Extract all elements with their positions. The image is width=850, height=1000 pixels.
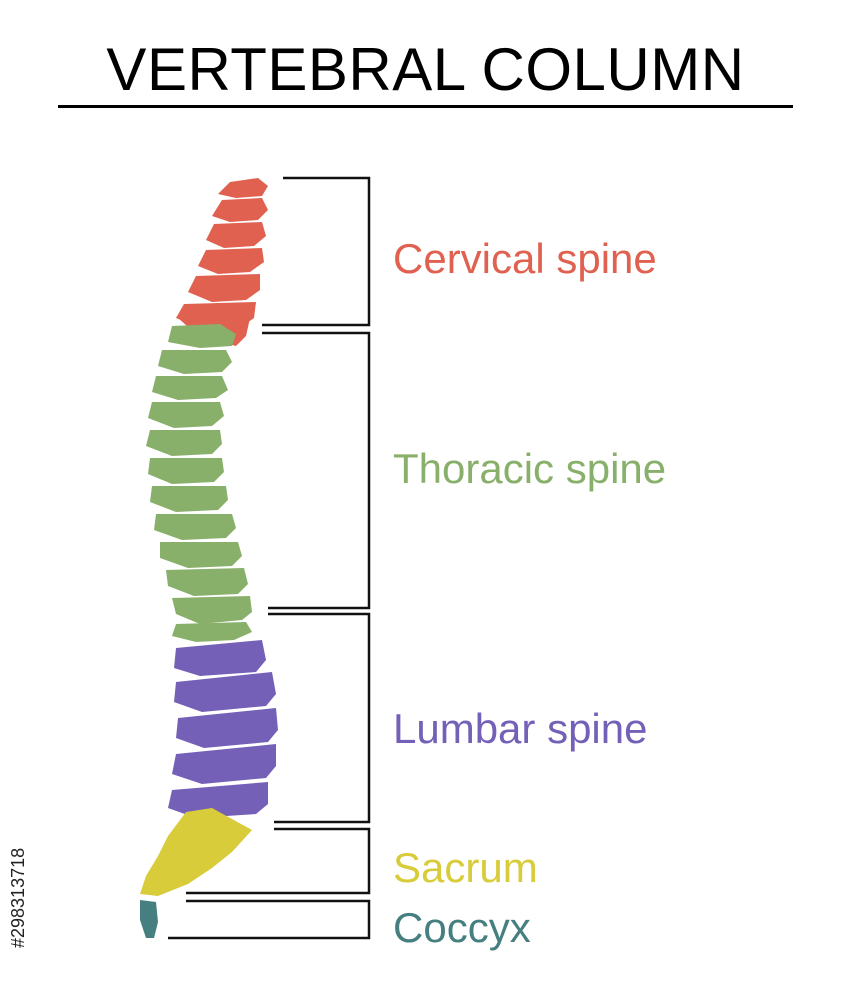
coccyx-bone [140,900,158,938]
cervical-bracket [262,176,371,327]
thoracic-vertebrae [146,324,252,642]
coccyx-shape [140,900,158,938]
page-title: VERTEBRAL COLUMN [106,36,745,103]
sacrum-bracket [186,827,371,895]
lumbar-vertebra [176,708,278,748]
stock-image-id-watermark: #298313718 [8,848,28,948]
label-cervical-spine: Cervical spine [393,235,657,282]
title-underline [58,105,793,108]
lumbar-vertebra [168,782,268,818]
thoracic-vertebra [166,568,248,596]
label-thoracic-spine: Thoracic spine [393,445,667,492]
thoracic-vertebra [152,376,228,400]
cervical-vertebra [188,274,260,302]
thoracic-vertebra [146,430,222,456]
sacrum-bone [140,808,252,896]
thoracic-bracket [262,331,371,610]
label-coccyx: Coccyx [393,904,531,951]
lumbar-vertebrae [168,640,278,818]
lumbar-vertebra [172,744,276,784]
thoracic-vertebra [158,350,232,374]
thoracic-vertebra [168,324,236,348]
label-lumbar-spine: Lumbar spine [393,705,648,752]
region-brackets [168,176,371,940]
thoracic-vertebra [154,514,236,540]
lumbar-vertebra [174,672,276,712]
thoracic-vertebra [172,622,252,642]
sacrum-shape [140,808,252,896]
thoracic-vertebra [150,486,228,512]
lumbar-bracket [268,612,371,824]
cervical-vertebra [206,222,266,248]
lumbar-vertebra [174,640,266,676]
coccyx-bracket [168,899,371,940]
stock-image-id-text: #298313718 [8,848,28,948]
label-sacrum: Sacrum [393,844,538,891]
cervical-vertebra [198,248,264,274]
thoracic-vertebra [160,542,242,568]
spine-illustration [140,178,278,938]
thoracic-vertebra [172,596,252,624]
thoracic-vertebra [148,458,224,484]
cervical-vertebrae [176,178,268,346]
cervical-vertebra [218,178,268,198]
cervical-vertebra [212,198,268,222]
thoracic-vertebra [148,402,224,428]
